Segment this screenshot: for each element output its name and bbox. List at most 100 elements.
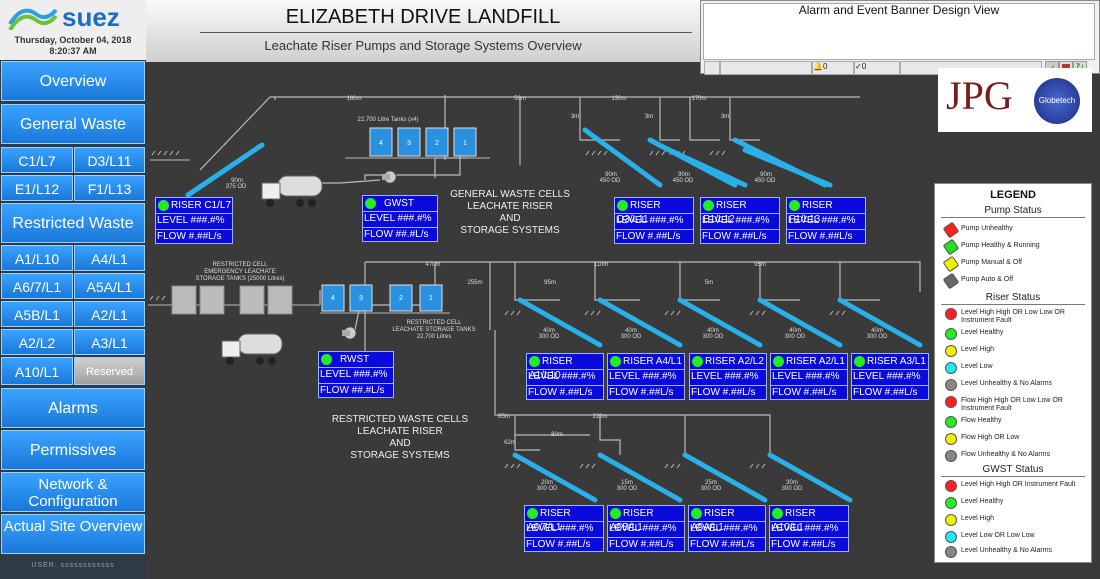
riser-panel-a1-l10[interactable]: RISER A1/L10 LEVEL ###.#% FLOW #.##L/s bbox=[526, 353, 604, 400]
nav-alarms[interactable]: Alarms bbox=[1, 388, 145, 428]
nav-a6-7-l1[interactable]: A6/7/L1 bbox=[1, 273, 73, 299]
transfer-pump-restricted bbox=[342, 326, 357, 340]
nav-permissives[interactable]: Permissives bbox=[1, 430, 145, 470]
res-tank-4-label: 4 bbox=[331, 295, 335, 302]
header-divider bbox=[200, 32, 692, 33]
gwst-flow: FLOW ##.#L/s bbox=[363, 227, 437, 243]
riser-a3-level: LEVEL ###.#% bbox=[852, 369, 928, 385]
nav-a2-l2[interactable]: A2/L2 bbox=[1, 329, 73, 355]
riser-panel-a6-7-l1[interactable]: RISER A6/7/L1 LEVEL ###.#% FLOW #.##L/s bbox=[524, 505, 604, 552]
legend-title: LEGEND bbox=[990, 189, 1036, 201]
pump-healthy-icon bbox=[942, 238, 960, 256]
riser-a5a-flow: FLOW #.##L/s bbox=[689, 537, 765, 553]
riser-f1-flow: FLOW #.##L/s bbox=[787, 229, 865, 245]
riser-panel-a2-l2[interactable]: RISER A2/L2 LEVEL ###.#% FLOW #.##L/s bbox=[689, 353, 767, 400]
riser-panel-a4-l1[interactable]: RISER A4/L1 LEVEL ###.#% FLOW #.##L/s bbox=[607, 353, 685, 400]
gwst-level: LEVEL ###.#% bbox=[363, 211, 437, 227]
general-cells-label: GENERAL WASTE CELLS LEACHATE RISER AND S… bbox=[450, 189, 570, 236]
riser-panel-d3-l11[interactable]: RISER D3/L11 LEVEL ###.#% FLOW #.##L/s bbox=[614, 197, 694, 244]
alarm-cell-2 bbox=[720, 61, 812, 75]
riser-a2l2-flow: FLOW #.##L/s bbox=[690, 385, 766, 401]
pipe-a10-length: 30m bbox=[786, 480, 798, 486]
nav-reserved[interactable]: Reserved bbox=[74, 357, 145, 385]
legend-gwst-heading: GWST Status bbox=[982, 464, 1044, 475]
res-tank-3-label: 3 bbox=[359, 295, 363, 302]
rwst-panel[interactable]: RWST LEVEL ###.#% FLOW ##.#L/s bbox=[318, 351, 394, 398]
alarm-list[interactable] bbox=[703, 3, 1095, 60]
pipe-c1-od: 375 OD bbox=[225, 184, 247, 190]
nav-e1-l12[interactable]: E1/L12 bbox=[1, 175, 73, 201]
dist-3m-c: 3m bbox=[720, 114, 730, 120]
pipe-a5b-od: 300 OD bbox=[616, 486, 638, 492]
page-title: ELIZABETH DRIVE LANDFILL bbox=[285, 6, 561, 28]
riser-panel-a5b-l1[interactable]: RISER A5B/L1 LEVEL ###.#% FLOW #.##L/s bbox=[607, 505, 685, 552]
nav-a10-l1[interactable]: A10/L1 bbox=[1, 357, 73, 385]
riser-a2l2-level: LEVEL ###.#% bbox=[690, 369, 766, 385]
riser-panel-a3-l1[interactable]: RISER A3/L1 LEVEL ###.#% FLOW #.##L/s bbox=[851, 353, 929, 400]
dist-170m: 170m bbox=[691, 96, 707, 102]
nav-general-waste[interactable]: General Waste bbox=[1, 104, 145, 144]
riser-c1-flow: FLOW #.##L/s bbox=[156, 229, 232, 245]
riser-e1-level: LEVEL ###.#% bbox=[701, 213, 779, 229]
dist-160m: 160m bbox=[346, 96, 362, 102]
legend-panel: LEGEND Pump Status Pump Unhealthy Pump H… bbox=[934, 183, 1092, 563]
nav-actual-site-overview[interactable]: Actual Site Overview bbox=[1, 514, 145, 554]
riser-c1-level: LEVEL ###.#% bbox=[156, 213, 232, 229]
pipe-e1-length: 90m bbox=[678, 172, 690, 178]
pipe-a5b-length: 15m bbox=[621, 480, 633, 486]
riser-a2l2-status-icon bbox=[692, 355, 703, 367]
nav-c1-l7[interactable]: C1/L7 bbox=[1, 147, 73, 173]
nav-a5a-l1[interactable]: A5A/L1 bbox=[74, 273, 145, 299]
pump-unhealthy-icon bbox=[942, 221, 960, 239]
pipe-a6-length: 20m bbox=[541, 480, 553, 486]
header: ELIZABETH DRIVE LANDFILL Leachate Riser … bbox=[146, 0, 700, 62]
riser-panel-a2-l1[interactable]: RISER A2/L1 LEVEL ###.#% FLOW #.##L/s bbox=[770, 353, 848, 400]
gwst-panel[interactable]: GWST LEVEL ###.#% FLOW ##.#L/s bbox=[362, 195, 438, 242]
nav-a3-l1[interactable]: A3/L1 bbox=[74, 329, 145, 355]
gen-tank-4-label: 4 bbox=[379, 140, 383, 147]
nav-a1-l10[interactable]: A1/L10 bbox=[1, 245, 73, 271]
restricted-tanks-label: RESTRICTED CELL LEACHATE STORAGE TANKS 2… bbox=[392, 320, 476, 340]
pipe-a2l1-od: 300 OD bbox=[784, 334, 806, 340]
riser-d3-status-icon bbox=[617, 199, 628, 211]
riser-panel-a5a-l1[interactable]: RISER A5A/L1 LEVEL ###.#% FLOW #.##L/s bbox=[688, 505, 766, 552]
dist-95m-b: 95m bbox=[754, 262, 766, 268]
page-subtitle: Leachate Riser Pumps and Storage Systems… bbox=[264, 38, 582, 53]
grass-ticks bbox=[149, 150, 846, 469]
riser-a2l1-status-icon bbox=[773, 355, 784, 367]
riser-f1-status-icon bbox=[789, 199, 800, 211]
pump-manual-icon bbox=[942, 255, 960, 273]
nav-network-configuration[interactable]: Network & Configuration bbox=[1, 472, 145, 512]
riser-d3-level: LEVEL ###.#% bbox=[615, 213, 693, 229]
nav-a5b-l1[interactable]: A5B/L1 bbox=[1, 301, 73, 327]
riser-panel-c1-l7[interactable]: RISER C1/L7 LEVEL ###.#% FLOW #.##L/s bbox=[155, 197, 233, 244]
riser-panel-e1-l12[interactable]: RISER E1/L12 LEVEL ###.#% FLOW #.##L/s bbox=[700, 197, 780, 244]
riser-panel-f1-l13[interactable]: RISER F1/L13 LEVEL ###.#% FLOW #.##L/s bbox=[786, 197, 866, 244]
pipe-d3-length: 90m bbox=[605, 172, 617, 178]
dist-50m: 50m bbox=[514, 96, 526, 102]
riser-panel-a10-l1[interactable]: RISER A10/L1 LEVEL ###.#% FLOW #.##L/s bbox=[769, 505, 849, 552]
dist-255m: 255m bbox=[467, 280, 483, 286]
riser-a3-flow: FLOW #.##L/s bbox=[852, 385, 928, 401]
nav-f1-l13[interactable]: F1/L13 bbox=[74, 175, 145, 201]
level-high-icon bbox=[945, 345, 957, 357]
brand-name: suez bbox=[62, 2, 120, 32]
dist-220m: 220m bbox=[592, 414, 608, 420]
nav-a4-l1[interactable]: A4/L1 bbox=[74, 245, 145, 271]
nav-d3-l11[interactable]: D3/L11 bbox=[74, 147, 145, 173]
riser-a4-level: LEVEL ###.#% bbox=[608, 369, 684, 385]
riser-a5a-level: LEVEL ###.#% bbox=[689, 521, 765, 537]
riser-a6-level: LEVEL ###.#% bbox=[525, 521, 603, 537]
nav-a2-l1[interactable]: A2/L1 bbox=[74, 301, 145, 327]
nav-overview[interactable]: Overview bbox=[1, 61, 145, 101]
pipe-network bbox=[199, 95, 921, 455]
flow-unhealthy-icon bbox=[945, 450, 957, 462]
pipe-f1-od: 450 OD bbox=[754, 178, 776, 184]
pipe-a4-od: 300 OD bbox=[620, 334, 642, 340]
riser-a1-status-icon bbox=[529, 355, 540, 367]
gwst-unhealthy-icon bbox=[945, 546, 957, 558]
riser-a5a-status-icon bbox=[691, 507, 702, 519]
gwst-healthy-icon bbox=[945, 497, 957, 509]
riser-a4-status-icon bbox=[610, 355, 621, 367]
nav-restricted-waste[interactable]: Restricted Waste bbox=[1, 203, 145, 243]
